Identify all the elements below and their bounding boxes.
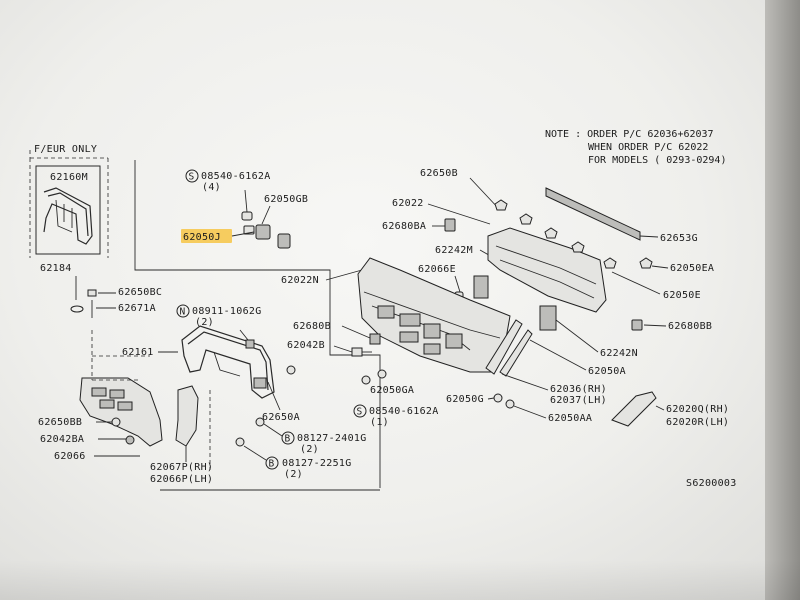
label-62050GB: 62050GB [264, 194, 308, 205]
svg-text:B: B [285, 434, 291, 445]
label-62066E: 62066E [418, 264, 456, 275]
note-line-1: NOTE : ORDER P/C 62036+62037 [545, 129, 714, 140]
guard-assembly: 62184 62650BC 62671A N 08911-1062G (2) 6… [38, 263, 367, 485]
label-62650BC: 62650BC [118, 287, 162, 298]
svg-text:(4): (4) [202, 182, 221, 193]
label-62161: 62161 [122, 347, 154, 358]
screen-shading [0, 560, 800, 600]
label-62020Q: 62020Q(RH) [666, 404, 729, 415]
svg-text:B: B [269, 459, 275, 470]
label-62050E: 62050E [663, 290, 701, 301]
label-08911-1062G: 08911-1062G [192, 306, 262, 317]
bracket-62242N [539, 305, 557, 331]
label-62036: 62036(RH) [550, 384, 607, 395]
fastener-group-top: S 08540-6162A (4) 62050GB 62050J [181, 169, 308, 249]
label-62042BA: 62042BA [40, 434, 84, 445]
label-62020R: 62020R(LH) [666, 417, 729, 428]
bumper-assembly: 62650B 62022 62680BA 62242M 62066E 62022… [281, 168, 714, 377]
label-62650BB: 62650BB [38, 417, 82, 428]
label-62050GA: 62050GA [370, 385, 414, 396]
svg-text:N: N [180, 307, 186, 318]
label-62242M: 62242M [435, 245, 473, 256]
label-62242N: 62242N [600, 348, 638, 359]
grommet-part [277, 233, 291, 249]
label-62050EA: 62050EA [670, 263, 714, 274]
label-62037: 62037(LH) [550, 395, 607, 406]
guard-bar-62161 [181, 325, 275, 399]
ring-62184 [70, 305, 84, 313]
label-62653G: 62653G [660, 233, 698, 244]
label-62066: 62066 [54, 451, 86, 462]
bracket-62067P [175, 385, 199, 447]
label-62050J: 62050J [183, 232, 221, 243]
label-62680BB: 62680BB [668, 321, 712, 332]
bracket-62242M [473, 275, 489, 299]
inset-part-label: 62160M [50, 172, 88, 183]
svg-text:S: S [189, 172, 195, 183]
label-62050G: 62050G [446, 394, 484, 405]
label-62050AA: 62050AA [548, 413, 592, 424]
screw-part [241, 211, 253, 221]
label-08540-6162A: 08540-6162A [201, 171, 271, 182]
highlight-62050J [181, 229, 232, 243]
label-08127-2251G: 08127-2251G [282, 458, 352, 469]
clip-strip-62653G [545, 187, 641, 241]
label-62680BA: 62680BA [382, 221, 426, 232]
callout-S-1 [185, 169, 199, 183]
label-62066P: 62066P(LH) [150, 474, 213, 485]
svg-text:S: S [357, 407, 363, 418]
monitor-bezel [765, 0, 800, 600]
label-62022: 62022 [392, 198, 424, 209]
inset-title: F/EUR ONLY [34, 144, 97, 155]
moulding-62020 [611, 391, 657, 427]
figure-code: S6200003 [686, 478, 737, 489]
note-line-3: FOR MODELS ( 0293-0294) [588, 155, 726, 166]
strip-62036 [485, 319, 523, 375]
clip-part [255, 224, 271, 240]
label-62042B: 62042B [287, 340, 325, 351]
inset-frame [35, 165, 101, 255]
svg-text:(1): (1) [370, 417, 389, 428]
bumper-reinforcement [487, 227, 607, 313]
inset-feur: F/EUR ONLY 62160M [29, 144, 109, 258]
label-62680B: 62680B [293, 321, 331, 332]
label-62650A: 62650A [262, 412, 300, 423]
label-08127-2401G: 08127-2401G [297, 433, 367, 444]
svg-text:(2): (2) [195, 317, 214, 328]
label-62022N: 62022N [281, 275, 319, 286]
note-block: NOTE : ORDER P/C 62036+62037 WHEN ORDER … [545, 129, 726, 166]
note-line-2: WHEN ORDER P/C 62022 [588, 142, 708, 153]
label-08540-6162A-b: 08540-6162A [369, 406, 439, 417]
label-62671A: 62671A [118, 303, 156, 314]
label-62050A: 62050A [588, 366, 626, 377]
label-62184: 62184 [40, 263, 72, 274]
label-62067P: 62067P(RH) [150, 462, 213, 473]
label-62650B: 62650B [420, 168, 458, 179]
svg-text:(2): (2) [284, 469, 303, 480]
fasteners-middle: 62680B 62042B 62050GA 62050G S 08540-616… [287, 321, 729, 428]
svg-text:(2): (2) [300, 444, 319, 455]
